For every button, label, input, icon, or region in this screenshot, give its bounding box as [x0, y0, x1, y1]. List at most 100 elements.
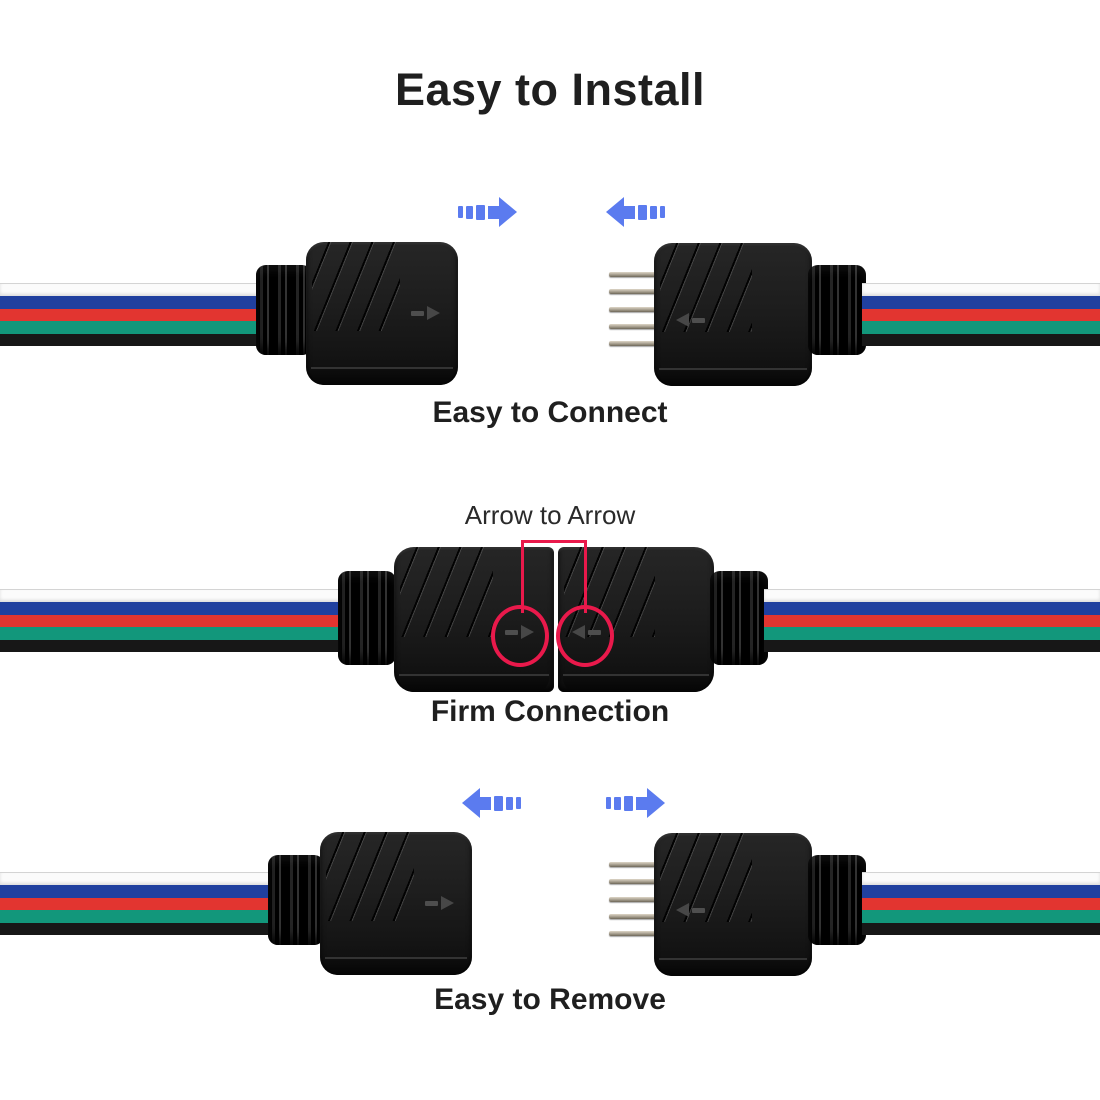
wire-green [862, 910, 1100, 923]
arrow-head [499, 197, 517, 227]
wire-red [862, 308, 1100, 322]
connector-pin [609, 862, 659, 867]
connector-arrow-mark-left-icon [676, 903, 705, 917]
mark-dash [692, 317, 705, 323]
wire-blue [862, 885, 1100, 898]
connector-arrow-mark-left-icon [676, 313, 705, 327]
wire-white [764, 589, 1100, 603]
connector-arrow-mark-right-icon [425, 896, 454, 910]
dashed-arrow-left-icon [606, 197, 665, 227]
arrow-dash [660, 206, 665, 218]
mark-arrowhead [427, 306, 440, 320]
wire-green [0, 321, 260, 334]
strain-relief-left [256, 265, 312, 355]
arrow-shaft [480, 796, 491, 810]
connector-pin [609, 306, 659, 312]
wire-white [0, 283, 260, 297]
wire-blue [0, 885, 274, 898]
strain-relief-left [268, 855, 324, 945]
arrow-dash [458, 206, 463, 218]
wire-white [0, 872, 274, 886]
arrow-dash [506, 796, 513, 810]
wire-blue [0, 602, 344, 615]
connector-pin [609, 272, 659, 277]
mark-dash [425, 900, 438, 906]
page-title: Easy to Install [394, 64, 706, 115]
wire-red [764, 614, 1100, 628]
arrow-highlight-circle-right [556, 605, 614, 667]
connector-arrow-mark-right-icon [411, 306, 440, 320]
wire-red [0, 897, 274, 911]
arrow-dash [466, 205, 473, 219]
arrow-dash [476, 204, 485, 220]
wire-white [862, 283, 1100, 297]
wire-black [862, 333, 1100, 347]
wire-black [0, 333, 260, 347]
arrow-head [606, 197, 624, 227]
connector-pin [609, 879, 659, 885]
arrow-head [647, 788, 665, 818]
male-connector-pins [609, 862, 659, 936]
wire-green [0, 627, 344, 640]
wire-black [862, 922, 1100, 936]
arrow-dash [614, 796, 621, 810]
mark-arrowhead [676, 903, 689, 917]
arrow-dash [650, 205, 657, 219]
wire-blue [764, 602, 1100, 615]
connector-pin [609, 289, 659, 295]
wire-green [862, 321, 1100, 334]
arrow-shaft [636, 796, 647, 810]
connector-pin [609, 896, 659, 902]
ribbon-cable-right [862, 283, 1100, 347]
connector-pin [609, 931, 659, 936]
step-caption-connect: Easy to Connect [432, 396, 668, 429]
connector-pin [609, 323, 659, 329]
arrow-shaft [624, 205, 635, 219]
wire-red [0, 308, 260, 322]
male-connector-body [654, 833, 812, 976]
step-caption-firm: Firm Connection [430, 695, 670, 728]
arrow-head [462, 788, 480, 818]
mark-dash [692, 907, 705, 913]
arrow-shaft [488, 205, 499, 219]
arrow-dash [494, 795, 503, 811]
wire-green [764, 627, 1100, 640]
female-connector-body [306, 242, 458, 385]
wire-red [0, 614, 344, 628]
arrow-dash [606, 797, 611, 809]
arrow-highlight-circle-left [491, 605, 549, 667]
wire-blue [0, 296, 260, 309]
strain-relief-left [338, 571, 396, 665]
connector-pin [609, 913, 659, 919]
male-connector-body [654, 243, 812, 386]
wire-black [0, 639, 344, 653]
wire-red [862, 897, 1100, 911]
arrow-dash [638, 204, 647, 220]
ribbon-cable-right [764, 589, 1100, 653]
ribbon-cable-left [0, 872, 274, 936]
dashed-arrow-right-icon [606, 788, 665, 818]
arrow-dash [624, 795, 633, 811]
mark-arrowhead [441, 896, 454, 910]
ribbon-cable-left [0, 589, 344, 653]
female-connector-body [320, 832, 472, 975]
mark-dash [411, 310, 424, 316]
mark-arrowhead [676, 313, 689, 327]
wire-blue [862, 296, 1100, 309]
wire-white [0, 589, 344, 603]
strain-relief-right [808, 265, 866, 355]
wire-white [862, 872, 1100, 886]
step-caption-remove: Easy to Remove [434, 983, 666, 1016]
dashed-arrow-left-icon [462, 788, 521, 818]
strain-relief-right [808, 855, 866, 945]
wire-black [0, 922, 274, 936]
dashed-arrow-right-icon [458, 197, 517, 227]
wire-green [0, 910, 274, 923]
ribbon-cable-left [0, 283, 260, 347]
arrow-to-arrow-label: Arrow to Arrow [464, 500, 636, 530]
ribbon-cable-right [862, 872, 1100, 936]
arrow-to-arrow-highlight-rect [521, 540, 587, 613]
connector-pin [609, 341, 659, 346]
male-connector-pins [609, 272, 659, 346]
